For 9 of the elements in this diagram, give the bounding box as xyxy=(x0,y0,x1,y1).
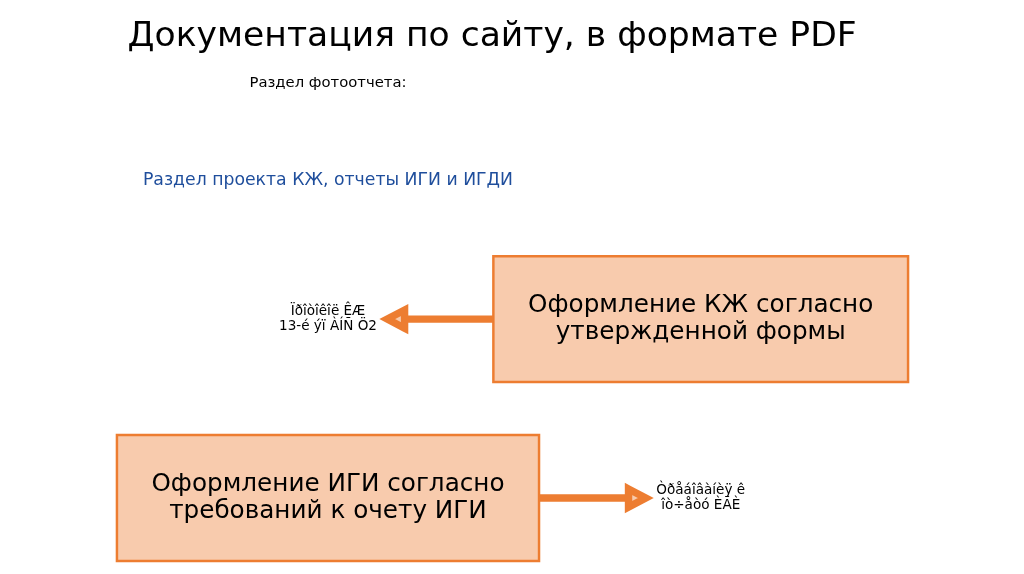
label: Раздел фотоотчета: xyxy=(249,73,406,91)
node-box: Оформление ИГИ согласно требований к очету ИГИ xyxy=(115,433,540,563)
arrow xyxy=(538,482,654,514)
node-text: Òðåáîâàíèÿ ê îò÷åòó ÈÃÈ xyxy=(655,481,745,512)
node-text: Ïðîòîêîë ÊÆ 13-é ýï ÀÍÑ Ö2 xyxy=(278,302,377,333)
label: Раздел проекта КЖ, отчеты ИГИ и ИГДИ xyxy=(142,169,513,190)
arrow xyxy=(378,303,493,335)
node-box: Оформление КЖ согласно утвержденной формы xyxy=(491,254,909,384)
diagram-title: Документация по сайту, в формате PDF xyxy=(127,13,857,54)
